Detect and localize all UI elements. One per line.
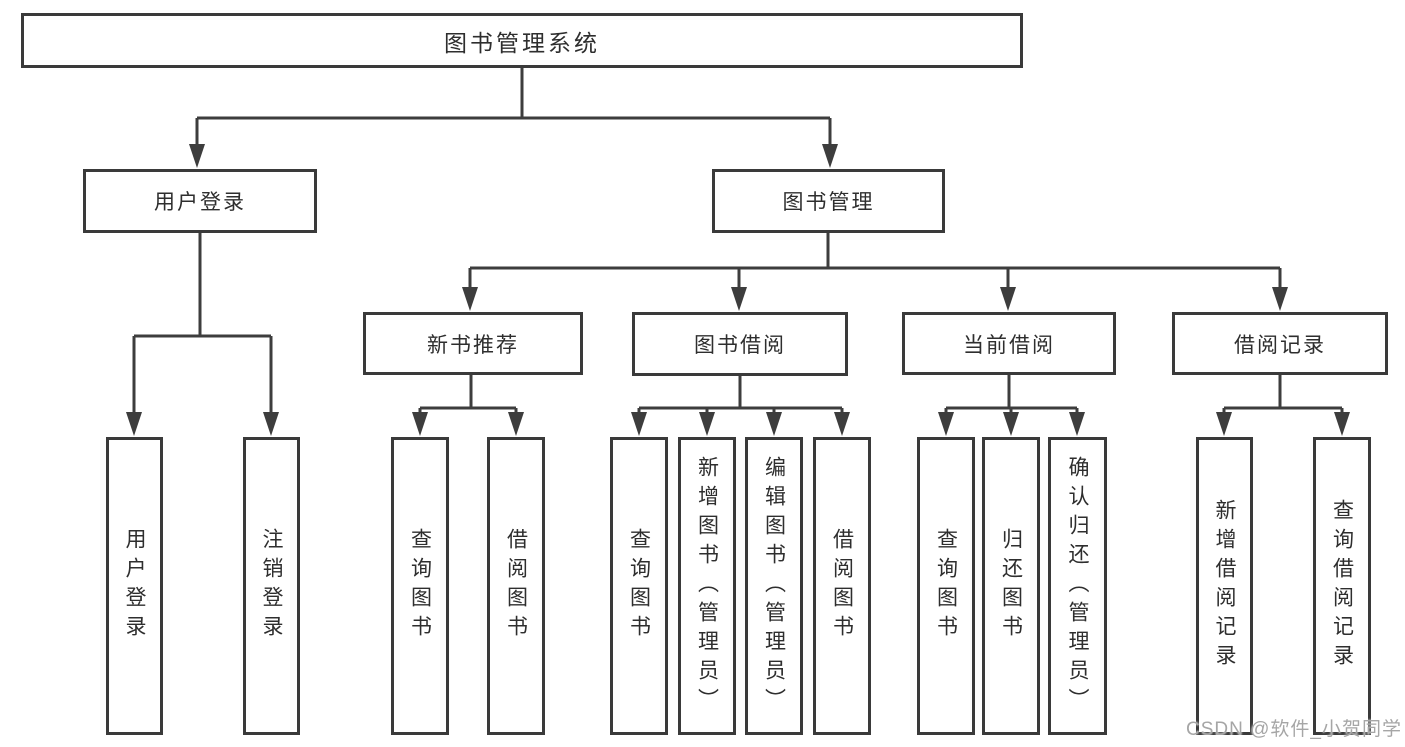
leaf-query-borrow-record: 查询借阅记录: [1313, 437, 1371, 735]
leaf-return-book: 归还图书: [982, 437, 1040, 735]
node-borrow-record: 借阅记录: [1172, 312, 1388, 375]
arrowhead-icons: [126, 144, 1350, 436]
node-book-borrow: 图书借阅: [632, 312, 848, 376]
leaf-add-borrow-record: 新增借阅记录: [1196, 437, 1253, 735]
node-current-borrow: 当前借阅: [902, 312, 1116, 375]
leaf-query-book-current: 查询图书: [917, 437, 975, 735]
node-new-book-recommend: 新书推荐: [363, 312, 583, 375]
leaf-user-login: 用户登录: [106, 437, 163, 735]
leaf-query-book-recommend: 查询图书: [391, 437, 449, 735]
leaf-add-book-admin: 新增图书（管理员）: [678, 437, 736, 735]
node-root-system: 图书管理系统: [21, 13, 1023, 68]
node-user-login: 用户登录: [83, 169, 317, 233]
leaf-borrow-book: 借阅图书: [813, 437, 871, 735]
csdn-watermark: CSDN @软件_小贺同学: [1186, 719, 1402, 740]
leaf-borrow-book-recommend: 借阅图书: [487, 437, 545, 735]
node-book-management: 图书管理: [712, 169, 945, 233]
leaf-logout: 注销登录: [243, 437, 300, 735]
leaf-query-book-borrow: 查询图书: [610, 437, 668, 735]
leaf-confirm-return-admin: 确认归还（管理员）: [1048, 437, 1107, 735]
leaf-edit-book-admin: 编辑图书（管理员）: [745, 437, 803, 735]
